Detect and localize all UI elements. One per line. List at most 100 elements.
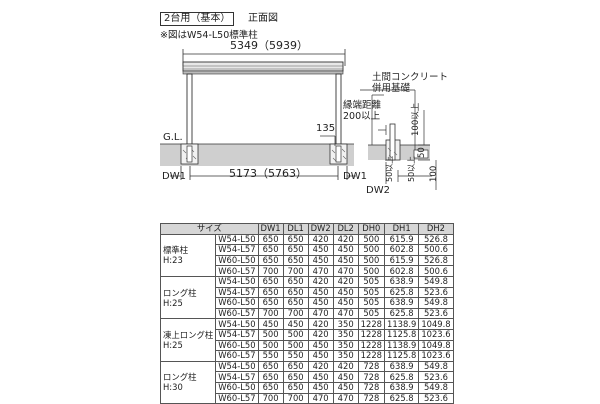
value-cell: 650 xyxy=(282,381,309,394)
size-cell: W54-L50 xyxy=(215,233,259,246)
value-cell: 650 xyxy=(257,297,284,309)
value-cell: 625.8 xyxy=(383,307,420,320)
value-cell: 650 xyxy=(257,360,284,373)
value-cell: 500 xyxy=(282,339,309,352)
value-cell: 728 xyxy=(357,371,386,383)
value-cell: 650 xyxy=(257,233,284,246)
value-cell: 650 xyxy=(282,297,309,309)
value-cell: 728 xyxy=(357,392,386,404)
size-cell: W60-L57 xyxy=(215,350,259,362)
value-cell: 500 xyxy=(357,244,386,256)
value-cell: 1023.6 xyxy=(418,328,454,341)
foundation-type-label: 土間コンクリート 併用基礎 xyxy=(372,72,449,94)
value-cell: 1228 xyxy=(357,350,386,362)
value-cell: 350 xyxy=(332,339,359,352)
value-cell: 650 xyxy=(257,371,284,383)
value-cell: 549.8 xyxy=(418,297,454,309)
view-label: 正面図 xyxy=(248,13,278,24)
figure-note: ※図はW54-L50標準柱 xyxy=(160,30,258,41)
dw-leaders xyxy=(170,162,387,184)
dim-135-label: 135 xyxy=(316,123,336,134)
edge-distance-label: 縁端距離 200以上 xyxy=(343,100,382,122)
value-cell: 650 xyxy=(282,233,309,246)
size-cell: W54-L57 xyxy=(215,286,259,299)
table-header-size: サイズ xyxy=(160,223,259,235)
value-cell: 615.9 xyxy=(383,233,420,246)
value-cell: 602.8 xyxy=(383,244,420,256)
value-cell: 505 xyxy=(357,297,386,309)
value-cell: 728 xyxy=(357,381,386,394)
value-cell: 500.6 xyxy=(418,265,454,277)
size-cell: W60-L50 xyxy=(215,339,259,352)
value-cell: 523.6 xyxy=(418,392,454,404)
value-cell: 526.8 xyxy=(418,233,454,246)
value-cell: 470 xyxy=(307,392,334,404)
value-cell: 650 xyxy=(282,275,309,288)
value-cell: 450 xyxy=(282,318,309,330)
post-type-group-label: 凍上ロング柱 H:25 xyxy=(159,318,217,362)
value-cell: 500 xyxy=(257,328,284,341)
post-type-group-label: ロング柱 H:25 xyxy=(159,275,217,320)
dw2-label: DW2 xyxy=(366,185,390,196)
value-cell: 350 xyxy=(332,318,359,330)
value-cell: 450 xyxy=(307,286,334,299)
value-cell: 450 xyxy=(307,297,334,309)
value-cell: 1138.9 xyxy=(383,339,420,352)
table-header-dh2: DH2 xyxy=(418,223,454,235)
value-cell: 1228 xyxy=(357,339,386,352)
value-cell: 450 xyxy=(332,244,359,256)
value-cell: 470 xyxy=(307,307,334,320)
dim-50-lower-b-label: 50以上 xyxy=(407,155,416,182)
value-cell: 450 xyxy=(257,318,284,330)
value-cell: 450 xyxy=(307,381,334,394)
value-cell: 350 xyxy=(332,328,359,341)
dim-135-leader xyxy=(320,135,336,146)
value-cell: 638.9 xyxy=(383,275,420,288)
post-type-group-label: 標準柱 H:23 xyxy=(159,233,217,277)
table-header-dl1: DL1 xyxy=(282,223,309,235)
bottom-width-dimension-line xyxy=(180,166,348,180)
value-cell: 420 xyxy=(307,328,334,341)
size-cell: W54-L57 xyxy=(215,371,259,383)
dw1-right-label: DW1 xyxy=(343,171,367,182)
front-elevation-diagram xyxy=(160,49,437,190)
value-cell: 700 xyxy=(257,392,284,404)
value-cell: 1228 xyxy=(357,328,386,341)
value-cell: 523.6 xyxy=(418,371,454,383)
value-cell: 450 xyxy=(332,371,359,383)
value-cell: 625.8 xyxy=(383,371,420,383)
dimension-spec-table: サイズ DW1 DL1 DW2 DL2 DH0 DH1 DH2 標準柱 H:23… xyxy=(159,223,454,404)
value-cell: 700 xyxy=(282,392,309,404)
value-cell: 700 xyxy=(257,265,284,277)
dw1-left-label: DW1 xyxy=(162,171,186,182)
value-cell: 450 xyxy=(307,244,334,256)
carport-roof xyxy=(182,61,344,75)
value-cell: 550 xyxy=(257,350,284,362)
value-cell: 549.8 xyxy=(418,275,454,288)
value-cell: 650 xyxy=(282,371,309,383)
value-cell: 505 xyxy=(357,275,386,288)
value-cell: 523.6 xyxy=(418,307,454,320)
table-header-dl2: DL2 xyxy=(332,223,359,235)
value-cell: 638.9 xyxy=(383,297,420,309)
table-header-dh0: DH0 xyxy=(357,223,386,235)
size-cell: W60-L50 xyxy=(215,254,259,267)
value-cell: 1228 xyxy=(357,318,386,330)
value-cell: 550 xyxy=(282,350,309,362)
value-cell: 420 xyxy=(332,233,359,246)
value-cell: 526.8 xyxy=(418,254,454,267)
value-cell: 700 xyxy=(282,265,309,277)
dim-50-upper-label: 50 xyxy=(417,147,427,158)
value-cell: 505 xyxy=(357,286,386,299)
value-cell: 450 xyxy=(307,350,334,362)
size-cell: W60-L57 xyxy=(215,392,259,404)
bottom-width-label: 5173（5763） xyxy=(229,167,307,180)
value-cell: 650 xyxy=(257,286,284,299)
